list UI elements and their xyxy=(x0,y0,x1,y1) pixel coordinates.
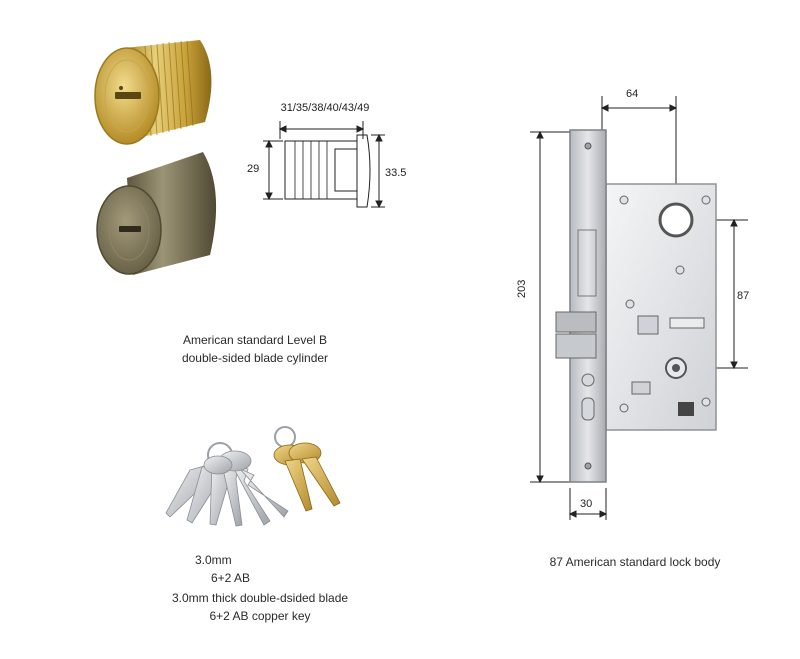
lock-faceplate xyxy=(569,129,607,483)
cylinder-caption: American standard Level B double-sided b… xyxy=(150,331,360,367)
gold-keys xyxy=(273,426,341,512)
cylinder-flange-label: 33.5 xyxy=(385,167,407,179)
brass-cylinder-photo xyxy=(94,40,212,145)
lock-body-drawing xyxy=(530,96,748,520)
keys-caption-line2: 6+2 AB copper key xyxy=(209,609,311,623)
cylinder-photos xyxy=(94,40,217,275)
cylinder-dimension-drawing xyxy=(263,121,385,209)
lock-body-caption: 87 American standard lock body xyxy=(549,555,721,569)
keys-caption-line1: 3.0mm thick double-dsided blade xyxy=(171,591,349,605)
lock-faceplate-width-label: 30 xyxy=(580,498,593,510)
keys-count-label: 6+2 AB xyxy=(211,571,251,585)
cylinder-length-label: 31/35/38/40/43/49 xyxy=(280,102,370,114)
cylinder-diameter-label: 29 xyxy=(247,163,260,175)
keys-caption: 3.0mm thick double-dsided blade 6+2 AB c… xyxy=(130,589,390,625)
cylinder-caption-line2: double-sided blade cylinder xyxy=(181,351,329,365)
keys-thickness-label: 3.0mm xyxy=(195,553,232,567)
lock-center-distance-label: 87 xyxy=(737,290,750,302)
cylinder-caption-line1: American standard Level B xyxy=(182,333,328,347)
lock-backset-label: 64 xyxy=(626,88,639,100)
keys-photo xyxy=(165,426,341,527)
silver-keys xyxy=(165,442,289,527)
bronze-cylinder-photo xyxy=(96,152,217,275)
